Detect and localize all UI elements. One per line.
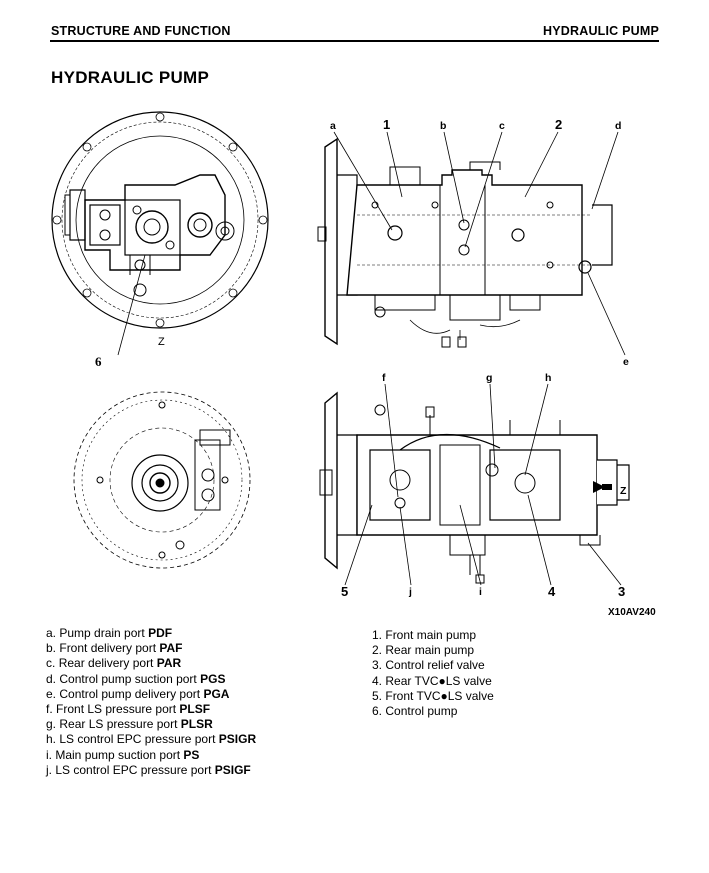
component-legend-item: 4. Rear TVC●LS valve [372,674,494,689]
port-legend-item: j. LS control EPC pressure port PSIGF [46,763,256,778]
port-code: PAF [159,641,183,656]
legend-text: Rear main pump [385,643,475,658]
component-legend-item: 2. Rear main pump [372,643,494,658]
top-view-leaders [344,383,622,586]
page-title: HYDRAULIC PUMP [51,68,210,87]
port-legend-item: d. Control pump suction port PGS [46,672,256,687]
port-code: PSIGR [218,732,257,747]
legend-text: Front LS pressure port [56,702,180,717]
component-legend-item: 3. Control relief valve [372,658,494,673]
legend-key: a. [46,626,57,640]
callout-j: j [408,586,412,598]
callout-g: g [486,372,492,384]
legend-key: j. [46,762,52,777]
callout-a: a [330,120,336,132]
legend-text: Rear LS pressure port [59,717,181,732]
legend-key: 6. [372,704,383,719]
side-view-drawing [317,137,613,348]
component-legend-item: 5. Front TVC●LS valve [372,689,494,704]
port-legend-item: e. Control pump delivery port PGA [46,687,256,702]
port-code: PSIGF [214,762,251,777]
header-rule [50,40,659,42]
legend-text: LS control EPC pressure port [55,762,215,777]
legend-text: Control pump delivery port [59,686,204,701]
callout-2: 2 [555,117,562,132]
hydraulic-pump-figure: Z 6 a b [51,111,656,618]
arrow-label-z: Z [620,485,627,497]
callout-e: e [623,356,629,368]
legend-key: e. [46,686,57,701]
component-legend-item: 1. Front main pump [372,628,494,643]
legend-text: Rear TVC●LS valve [385,673,492,688]
header-section: STRUCTURE AND FUNCTION [51,24,231,38]
legend-text: Front delivery port [59,641,160,656]
port-code: PLSF [179,702,211,717]
port-code: PGA [203,686,230,701]
top-view-drawing [319,391,630,584]
side-view-leaders [333,131,626,356]
legend-key: b. [46,641,57,656]
legend-key: i. [46,747,52,762]
legend-text: Front TVC●LS valve [385,688,494,703]
port-legend-item: g. Rear LS pressure port PLSR [46,717,256,732]
port-legend-item: c. Rear delivery port PAR [46,656,256,671]
callout-1: 1 [383,117,390,132]
port-legend-item: b. Front delivery port PAF [46,641,256,656]
legend-text: Control pump suction port [59,671,201,686]
component-legend-item: 6. Control pump [372,704,494,719]
port-code: PAR [156,656,182,671]
legend-text: Control relief valve [385,658,485,673]
callout-h: h [545,372,551,384]
legend-text: Rear delivery port [58,656,157,671]
legend-text: Control pump [385,704,458,719]
legend-key: h. [46,732,57,747]
legend-key: d. [46,671,57,686]
port-code: PS [183,747,200,762]
port-legend-item: a. Pump drain port PDF [46,626,256,641]
legend-text: Front main pump [385,628,477,642]
port-legend-item: f. Front LS pressure port PLSF [46,702,256,717]
callout-6: 6 [95,354,102,369]
callout-b: b [440,120,446,132]
legend-text: LS control EPC pressure port [59,732,219,747]
figure-code: X10AV240 [608,607,656,618]
legend-key: 3. [372,658,383,673]
legend-key: 4. [372,673,383,688]
legend-key: 5. [372,688,383,703]
callout-d: d [615,120,621,132]
view-label-z: Z [158,336,165,348]
port-code: PDF [148,626,173,640]
port-legend-item: i. Main pump suction port PS [46,748,256,763]
end-view-drawing [73,391,251,569]
callout-5: 5 [341,584,348,599]
callout-i: i [479,586,482,598]
legend-text: Pump drain port [59,626,149,640]
legend-key: 1. [372,628,383,642]
callout-3: 3 [618,584,625,599]
callout-f: f [382,372,386,384]
legend-key: c. [46,656,56,671]
callout-4: 4 [548,584,556,599]
port-code: PLSR [180,717,213,732]
legend-key: g. [46,717,57,732]
legend-text: Main pump suction port [55,747,184,762]
legend-key: 2. [372,643,383,658]
front-view-drawing [51,111,269,356]
header-topic: HYDRAULIC PUMP [543,24,659,38]
port-code: PGS [200,671,226,686]
callout-c: c [499,120,505,132]
port-legend-item: h. LS control EPC pressure port PSIGR [46,732,256,747]
legend-key: f. [46,702,53,717]
